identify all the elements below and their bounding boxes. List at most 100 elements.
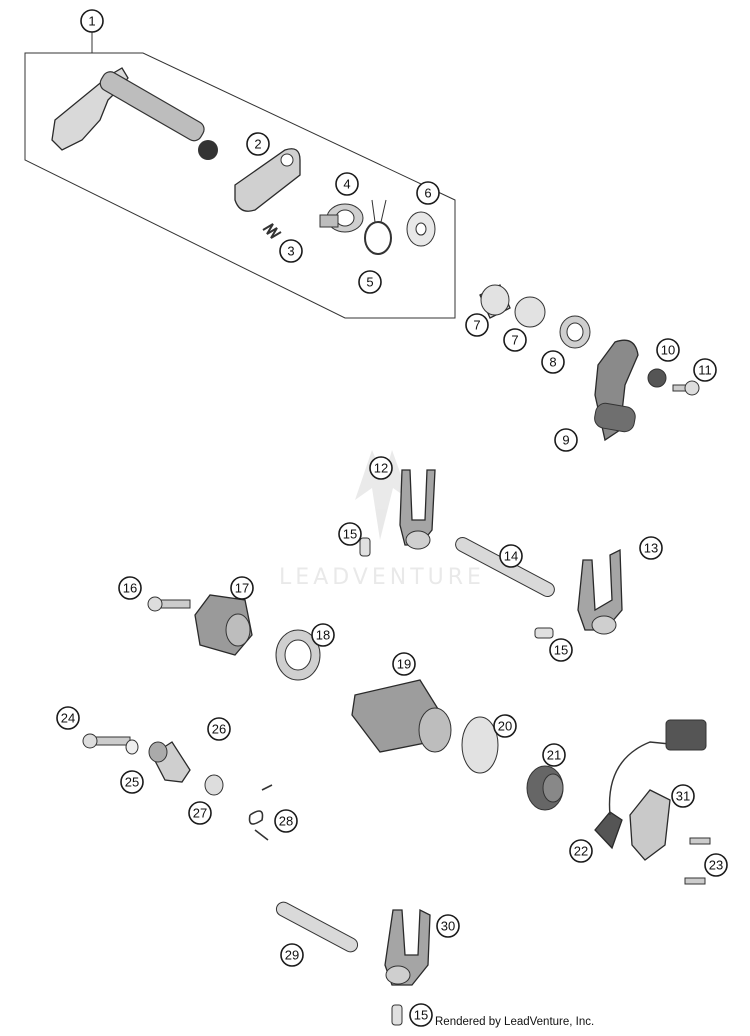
svg-text:29: 29: [285, 948, 299, 963]
callout-30: 30: [436, 914, 460, 938]
callout-7b: 7: [503, 328, 527, 352]
pin-upper: [359, 537, 371, 557]
svg-text:21: 21: [547, 748, 561, 763]
callout-20: 20: [493, 714, 517, 738]
callout-29: 29: [280, 943, 304, 967]
svg-text:1: 1: [88, 14, 95, 29]
shift-lever-plate: [234, 148, 301, 212]
svg-text:15: 15: [343, 527, 357, 542]
callout-19: 19: [392, 652, 416, 676]
svg-text:9: 9: [562, 433, 569, 448]
callout-21: 21: [542, 743, 566, 767]
callout-1: 1: [80, 9, 104, 33]
svg-text:7: 7: [473, 318, 480, 333]
svg-text:5: 5: [366, 275, 373, 290]
callout-5: 5: [358, 270, 382, 294]
svg-text:25: 25: [125, 775, 139, 790]
callout-9: 9: [554, 428, 578, 452]
callout-12: 12: [369, 456, 393, 480]
callout-14: 14: [499, 544, 523, 568]
svg-text:11: 11: [698, 363, 712, 378]
washer: [406, 211, 436, 247]
svg-text:18: 18: [316, 628, 330, 643]
svg-text:26: 26: [212, 722, 226, 737]
callout-6: 6: [416, 181, 440, 205]
callout-2: 2: [246, 132, 270, 156]
shift-fork-upper: [399, 469, 436, 550]
svg-text:28: 28: [279, 814, 293, 829]
callout-31: 31: [671, 784, 695, 808]
callout-28: 28: [274, 809, 298, 833]
shift-shaft: [51, 67, 218, 160]
pin-middle: [534, 627, 554, 639]
svg-text:13: 13: [644, 541, 658, 556]
svg-text:8: 8: [549, 355, 556, 370]
callout-24: 24: [56, 706, 80, 730]
torsion-spring: [248, 784, 273, 841]
washer-small: [647, 368, 667, 388]
circlip: [364, 199, 392, 255]
bushing-1: [479, 284, 511, 319]
watermark: LEADVENTURE: [279, 450, 485, 590]
shift-fork-right: [577, 548, 623, 635]
svg-text:14: 14: [504, 549, 518, 564]
pin-lower: [391, 1004, 403, 1026]
callout-17: 17: [230, 576, 254, 600]
svg-text:31: 31: [676, 789, 690, 804]
detent-lever: [148, 741, 191, 783]
ring: [461, 716, 499, 774]
fork-shaft-lower: [275, 901, 359, 953]
footer-credit: Rendered by LeadVenture, Inc.: [435, 1016, 595, 1028]
svg-text:6: 6: [424, 186, 431, 201]
watermark-text: LEADVENTURE: [279, 565, 485, 590]
svg-text:15: 15: [554, 643, 568, 658]
svg-text:2: 2: [254, 137, 261, 152]
svg-text:27: 27: [193, 806, 207, 821]
bushing-2: [514, 296, 546, 328]
washer-25: [125, 739, 139, 755]
svg-text:20: 20: [498, 719, 512, 734]
gear-position-sensor: [594, 719, 707, 850]
callout-8: 8: [541, 350, 565, 374]
svg-text:23: 23: [709, 858, 723, 873]
callout-7a: 7: [465, 313, 489, 337]
svg-text:17: 17: [235, 581, 249, 596]
bolt-16: [147, 596, 191, 612]
callout-15b: 15: [549, 638, 573, 662]
callout-23: 23: [704, 853, 728, 877]
svg-text:16: 16: [123, 581, 137, 596]
shift-drum: [351, 679, 452, 753]
callout-10: 10: [656, 338, 680, 362]
seal-ring: [559, 315, 591, 349]
watermark-logo-icon: [355, 450, 410, 540]
callout-3: 3: [279, 239, 303, 263]
callout-25: 25: [120, 770, 144, 794]
guide-bushing: [319, 203, 364, 233]
shift-lever: [594, 339, 639, 442]
svg-text:22: 22: [574, 844, 588, 859]
screw-23a: [689, 837, 711, 845]
svg-text:7: 7: [511, 333, 518, 348]
callout-27: 27: [188, 801, 212, 825]
svg-text:19: 19: [397, 657, 411, 672]
svg-text:10: 10: [661, 343, 675, 358]
callout-15c: 15: [409, 1003, 433, 1027]
svg-text:3: 3: [287, 244, 294, 259]
svg-text:24: 24: [61, 711, 75, 726]
callout-18: 18: [311, 623, 335, 647]
sensor-bracket: [629, 789, 671, 861]
svg-text:12: 12: [374, 461, 388, 476]
bolt-small: [672, 380, 700, 396]
callout-26: 26: [207, 717, 231, 741]
bearing: [275, 629, 321, 681]
callout-22: 22: [569, 839, 593, 863]
screw-23b: [684, 877, 706, 885]
shift-shaft-kit-outline: [24, 30, 456, 319]
svg-text:15: 15: [414, 1008, 428, 1023]
callout-15a: 15: [338, 522, 362, 546]
spring: [262, 223, 282, 239]
shift-fork-lower: [384, 908, 431, 986]
bushing-27: [204, 774, 224, 796]
bolt-24: [82, 733, 131, 749]
